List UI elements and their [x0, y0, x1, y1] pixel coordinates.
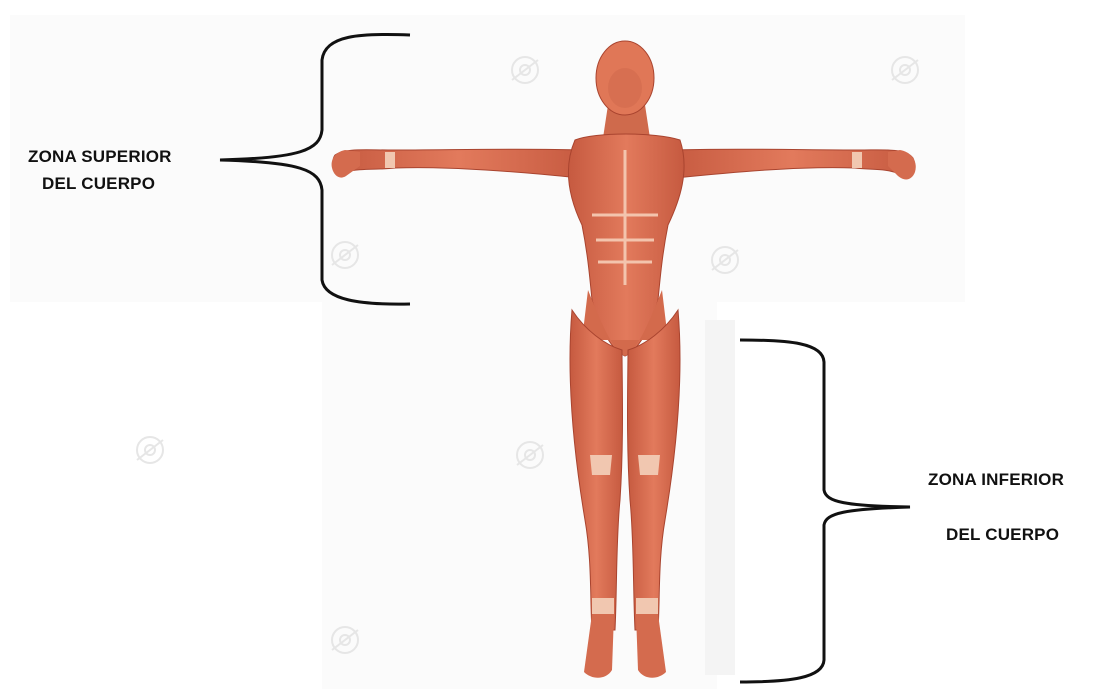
left-knee [590, 455, 612, 475]
upper-zone-label-line1: ZONA SUPERIOR [28, 147, 172, 167]
upper-zone-label-line2: DEL CUERPO [42, 174, 155, 194]
watermark-icon [712, 247, 738, 273]
right-knee [638, 455, 660, 475]
watermark-icon [892, 57, 918, 83]
watermark-icon [332, 242, 358, 268]
left-wrist [385, 152, 395, 168]
right-wrist [852, 152, 862, 168]
right-ankle [636, 598, 658, 614]
face-shadow [608, 68, 642, 108]
lower-zone-label-line1: ZONA INFERIOR [928, 470, 1064, 490]
watermark-icon [517, 442, 543, 468]
right-foot [636, 614, 666, 678]
watermark-icon [137, 437, 163, 463]
watermark-icon [512, 57, 538, 83]
right-arm [670, 149, 915, 178]
lower-zone-label-line2: DEL CUERPO [946, 525, 1059, 545]
lower-zone-bracket [740, 340, 910, 682]
left-foot [584, 614, 614, 678]
watermark-icons [137, 57, 918, 653]
right-hand [888, 150, 916, 179]
left-ankle [592, 598, 614, 614]
muscular-figure [332, 41, 916, 678]
watermark-icon [332, 627, 358, 653]
left-arm [333, 149, 585, 178]
